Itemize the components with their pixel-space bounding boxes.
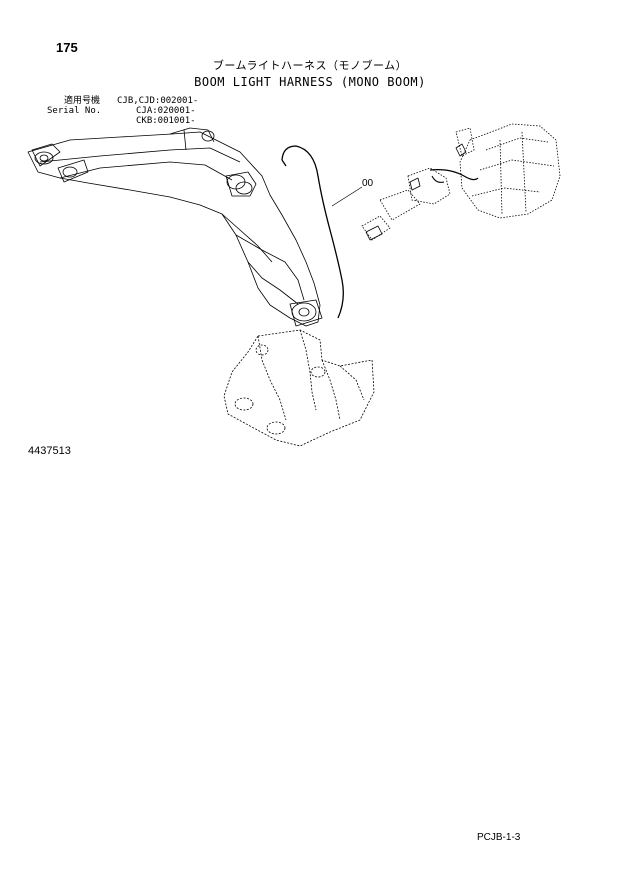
serial-label-english: Serial No. xyxy=(47,106,102,116)
title-english: BOOM LIGHT HARNESS (MONO BOOM) xyxy=(194,75,426,89)
upper-structure-solid xyxy=(365,143,479,241)
upper-structure-drawing xyxy=(361,123,561,241)
serial-range-2: CJA:020001- xyxy=(136,106,196,116)
footer-page-code: PCJB-1-3 xyxy=(477,832,521,843)
callout-label: 00 xyxy=(362,178,374,189)
serial-range-3: CKB:001001- xyxy=(136,116,196,126)
callout-leader xyxy=(331,186,363,207)
title-japanese: ブームライトハーネス（モノブーム） xyxy=(212,59,408,72)
boom-drawing xyxy=(27,127,323,327)
swing-bracket-drawing xyxy=(223,329,375,447)
serial-label-japanese: 適用号機 xyxy=(64,96,101,106)
harness-cable xyxy=(281,145,344,319)
page-number: 175 xyxy=(56,40,78,55)
serial-range-1: CJB,CJD:002001- xyxy=(117,96,199,106)
drawing-number: 4437513 xyxy=(28,445,71,457)
